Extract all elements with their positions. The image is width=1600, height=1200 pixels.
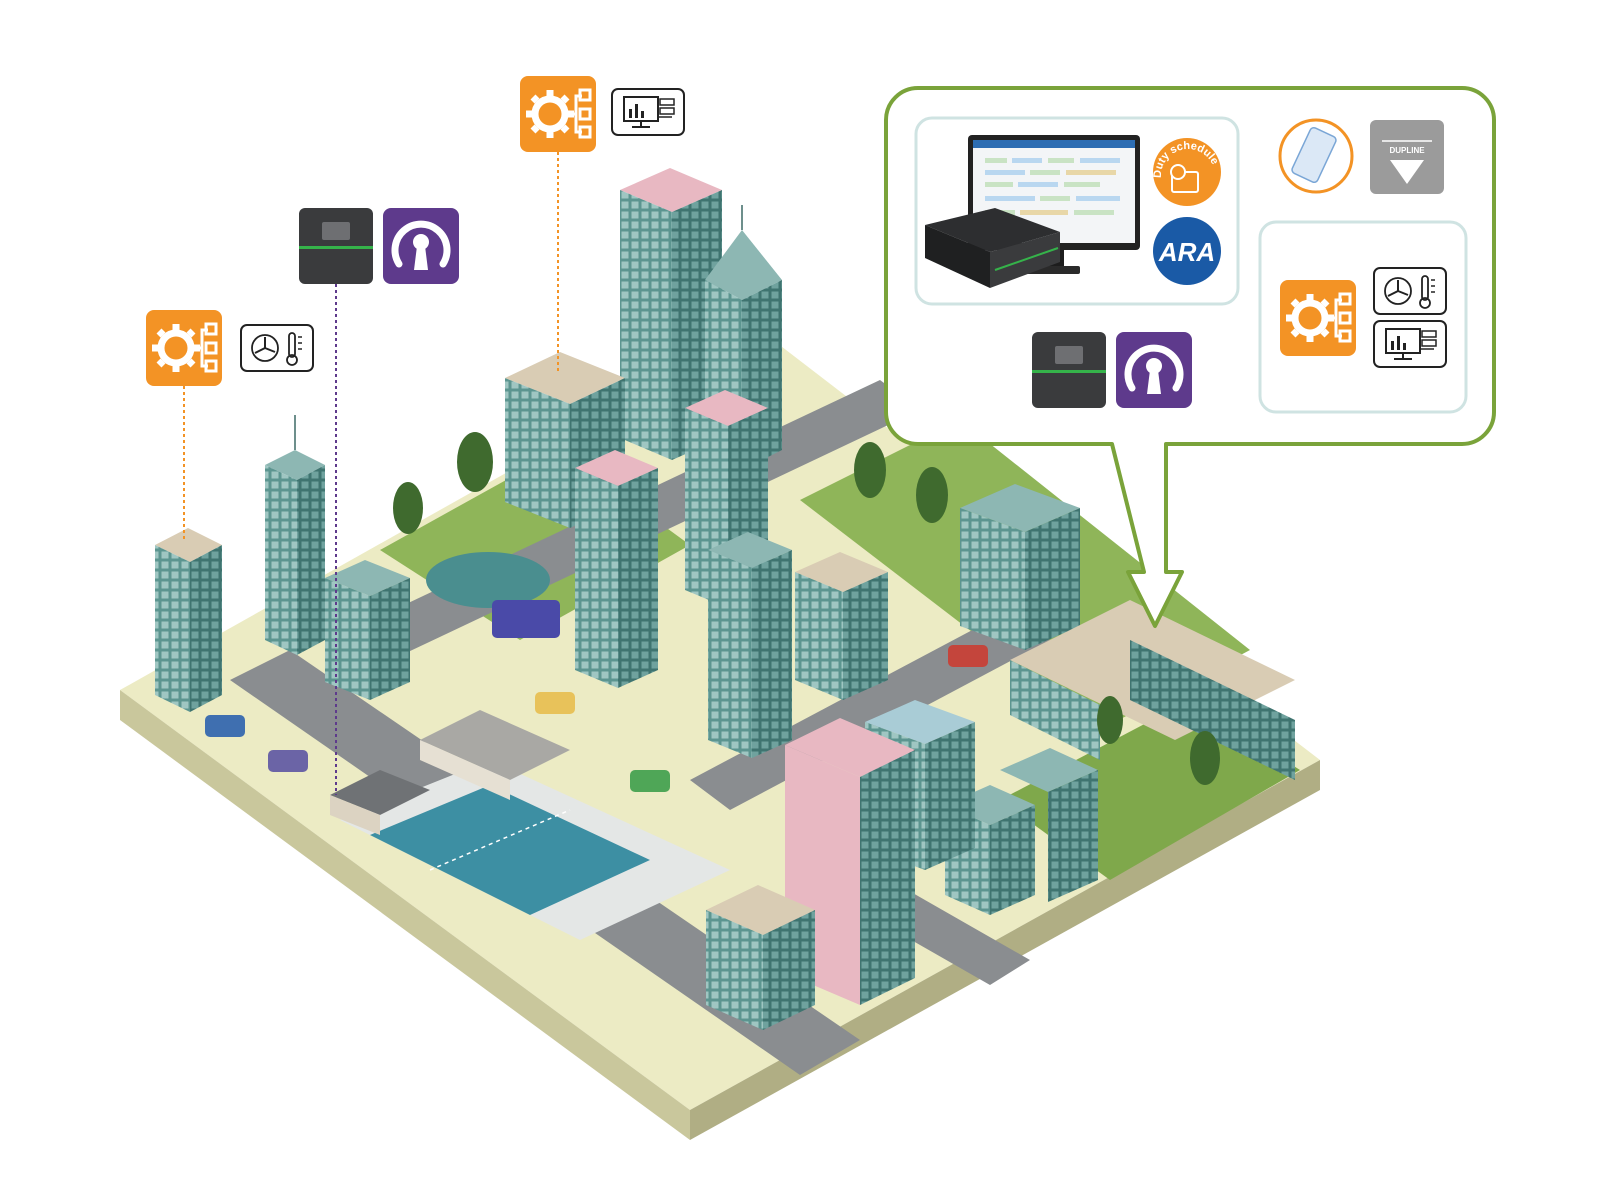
gear-network-icon <box>520 76 596 152</box>
building-left-tower <box>155 528 222 712</box>
fan-thermometer-icon <box>240 324 314 372</box>
building-glass-right <box>960 484 1080 650</box>
dupline-logo-icon: DUPLINE <box>1370 120 1444 194</box>
tree <box>916 467 948 523</box>
keyhole-remote-access-icon <box>383 208 459 284</box>
tree <box>1097 696 1123 744</box>
vehicles <box>205 600 988 792</box>
tan-building-icon-group <box>520 76 685 152</box>
building-pink-front <box>785 718 915 1005</box>
car-green <box>630 770 670 792</box>
car-yellow <box>535 692 575 714</box>
gear-network-icon <box>1280 280 1356 356</box>
pond <box>426 552 550 608</box>
building-pink-tower-back <box>620 168 722 460</box>
building-antenna-tower <box>265 415 325 655</box>
dupline-label: DUPLINE <box>1389 146 1425 155</box>
controller-unit <box>925 208 1060 252</box>
swimming-pool <box>370 785 650 915</box>
monitor-dashboard-icon <box>611 88 685 136</box>
monitor-with-controller <box>925 135 1140 288</box>
building-glass-center <box>708 532 792 758</box>
ara-badge: ARA <box>1153 217 1221 285</box>
tree <box>1190 731 1220 785</box>
left-tower-icon-group <box>146 310 314 386</box>
keyhole-remote-access-icon <box>1116 332 1192 408</box>
gateway-device-icon <box>1032 332 1106 408</box>
ara-label: ARA <box>1158 237 1215 267</box>
phone-app-icon <box>1278 118 1354 194</box>
city-illustration <box>120 330 1320 1140</box>
house-front <box>330 795 380 835</box>
car-purple <box>268 750 308 772</box>
monitor-dashboard-icon <box>1373 320 1447 368</box>
truck <box>492 600 560 638</box>
pool-building-icon-group <box>299 208 459 284</box>
building-tan-front <box>706 885 815 1030</box>
tree <box>457 432 493 492</box>
car-red <box>948 645 988 667</box>
house-roof <box>330 770 430 815</box>
pool-building <box>420 710 570 780</box>
tree <box>854 442 886 498</box>
schedule-grid <box>985 158 1120 215</box>
buildings <box>155 168 1295 1030</box>
city-base-left-side <box>120 690 690 1140</box>
building-pink-tower-front <box>575 450 658 688</box>
car-blue <box>205 715 245 737</box>
building-target-l-shape <box>1010 600 1295 780</box>
gear-network-icon <box>146 310 222 386</box>
building-tan-center <box>795 552 888 700</box>
gateway-device-icon <box>299 208 373 284</box>
callout-bubble: Duty schedule ARA DUPLINE <box>884 86 1496 628</box>
pool-building-front <box>420 740 510 800</box>
pool-lane-line <box>429 809 571 871</box>
trees <box>393 432 1220 785</box>
fan-thermometer-icon <box>1373 267 1447 315</box>
building-glass-low <box>325 560 410 700</box>
tree <box>393 482 423 534</box>
